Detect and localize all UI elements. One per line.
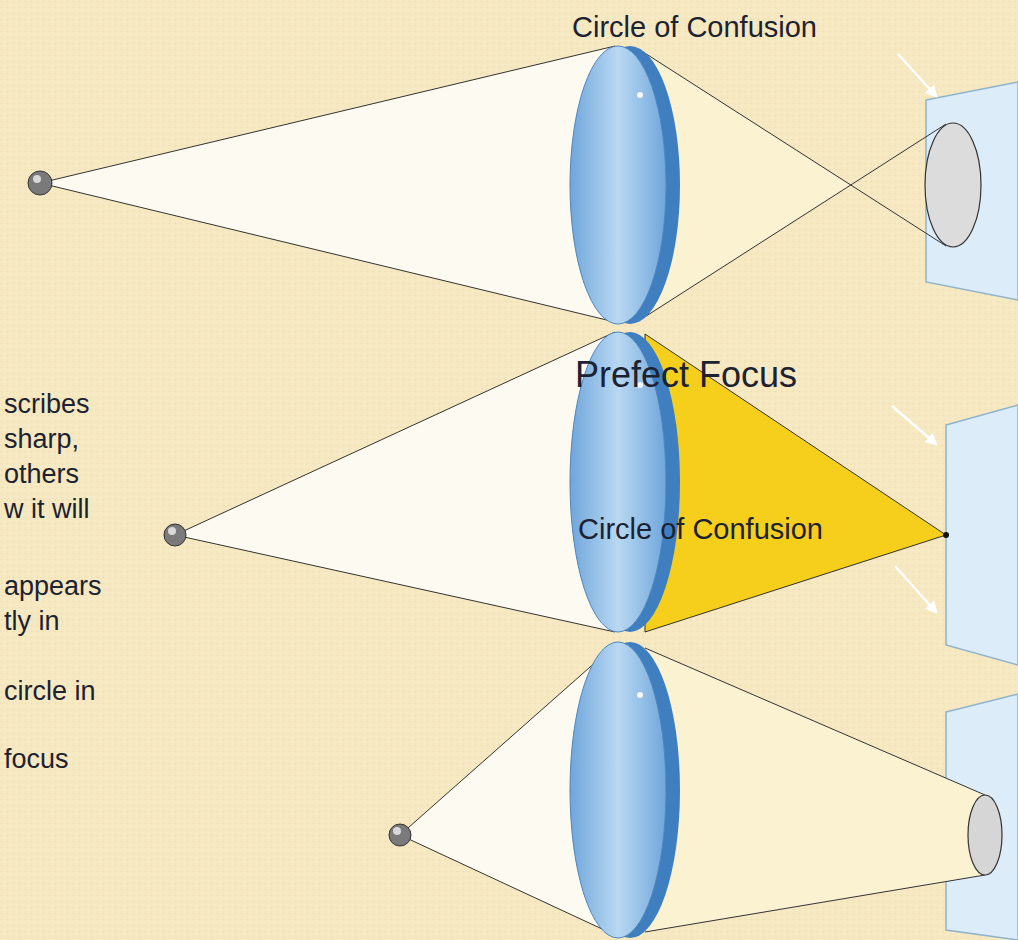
lens-row-3 xyxy=(389,566,1018,940)
cropped-text: circle in xyxy=(4,677,96,707)
lens-row-2 xyxy=(164,332,1018,665)
cropped-text: others xyxy=(4,460,79,490)
cropped-text: tly in xyxy=(4,607,60,637)
callout-label: Circle of Confusion xyxy=(572,12,817,44)
cropped-text: sharp, xyxy=(4,425,79,455)
cropped-text: focus xyxy=(4,745,69,775)
lens-row-1 xyxy=(28,46,1018,324)
cropped-text: scribes xyxy=(4,390,90,420)
cropped-text: w it will xyxy=(4,495,90,525)
callout-label: Prefect Focus xyxy=(575,355,797,395)
callout-label: Circle of Confusion xyxy=(578,514,823,546)
cropped-text: appears xyxy=(4,572,102,602)
